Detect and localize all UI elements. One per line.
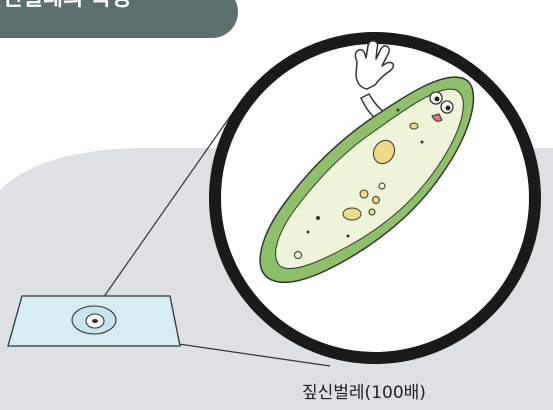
mouth [431, 113, 443, 122]
page-title: 짚신벌레의 특징 [0, 0, 131, 12]
nucleus [372, 139, 396, 165]
magnifier-circle-icon [209, 32, 541, 364]
figure-caption: 짚신벌레(100배) [302, 383, 426, 403]
zoom-line-top [95, 107, 237, 309]
microscope-slide-icon [7, 295, 181, 347]
slide-specimen-dot [92, 319, 98, 323]
paramecium-body [259, 76, 475, 284]
title-banner: 짚신벌레의 특징 [0, 0, 238, 38]
